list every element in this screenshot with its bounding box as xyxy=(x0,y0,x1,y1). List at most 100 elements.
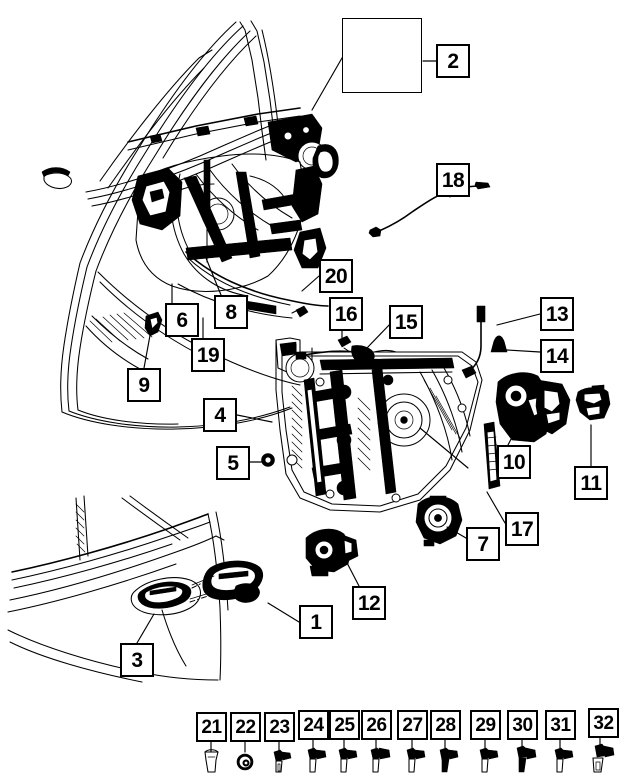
callout-label-31: 31 xyxy=(550,714,571,736)
leader-line-9 xyxy=(143,329,152,369)
callout-19[interactable]: 19 xyxy=(191,338,225,372)
callout-12[interactable]: 12 xyxy=(352,586,386,620)
speaker-item-7 xyxy=(415,495,463,547)
callout-label-24: 24 xyxy=(303,714,324,736)
callout-18[interactable]: 18 xyxy=(436,163,470,197)
callout-label-13: 13 xyxy=(545,302,569,326)
callout-label-6: 6 xyxy=(176,308,188,332)
channel-strip-item-17 xyxy=(483,421,501,490)
callout-label-25: 25 xyxy=(334,714,355,736)
bumper-item-14 xyxy=(490,335,508,353)
callout-label-16: 16 xyxy=(334,302,358,326)
callout-21[interactable]: 21 xyxy=(196,712,227,742)
callout-label-5: 5 xyxy=(227,451,239,475)
callout-32[interactable]: 32 xyxy=(588,708,619,738)
door-shell-upper-artwork xyxy=(41,20,307,430)
callout-label-7: 7 xyxy=(477,532,489,556)
callout-10[interactable]: 10 xyxy=(497,445,531,479)
fastener-27-artwork xyxy=(406,747,426,773)
callout-label-3: 3 xyxy=(131,648,143,672)
callout-1[interactable]: 1 xyxy=(299,605,333,639)
fastener-row-artwork xyxy=(204,743,615,773)
fastener-23-artwork xyxy=(273,749,292,773)
fastener-22-artwork xyxy=(236,753,254,771)
door-module-artwork xyxy=(275,337,483,513)
callout-4[interactable]: 4 xyxy=(203,398,237,432)
callout-14[interactable]: 14 xyxy=(540,339,574,373)
callout-label-29: 29 xyxy=(475,714,496,736)
callout-29[interactable]: 29 xyxy=(470,710,501,740)
bracket-item-9 xyxy=(144,311,163,337)
callout-27[interactable]: 27 xyxy=(397,710,428,740)
callout-label-23: 23 xyxy=(269,716,290,738)
leader-line-12 xyxy=(344,558,360,587)
callout-31[interactable]: 31 xyxy=(545,710,576,740)
callout-13[interactable]: 13 xyxy=(540,297,574,331)
callout-label-8: 8 xyxy=(225,300,237,324)
screw-item-16 xyxy=(337,335,352,353)
callout-label-4: 4 xyxy=(214,403,226,427)
leader-line-20 xyxy=(301,275,320,292)
callout-label-21: 21 xyxy=(201,716,222,738)
callout-11[interactable]: 11 xyxy=(574,466,608,500)
leader-line-17 xyxy=(486,491,506,524)
callout-22[interactable]: 22 xyxy=(230,712,261,742)
leader-line-1 xyxy=(267,602,300,623)
fastener-24-artwork xyxy=(307,747,327,773)
callout-6[interactable]: 6 xyxy=(165,303,199,337)
leader-line-15 xyxy=(365,321,393,350)
leader-line-3 xyxy=(136,613,155,644)
callout-26[interactable]: 26 xyxy=(361,710,392,740)
callout-label-17: 17 xyxy=(510,517,534,541)
fastener-26-artwork xyxy=(370,747,391,773)
callout-label-32: 32 xyxy=(593,712,614,734)
callout-2[interactable]: 2 xyxy=(436,44,470,78)
callout-7[interactable]: 7 xyxy=(466,527,500,561)
striker-bracket-item-11 xyxy=(575,384,611,421)
fastener-32-artwork xyxy=(592,743,615,773)
door-skin-lower-artwork xyxy=(7,495,264,683)
callout-20[interactable]: 20 xyxy=(319,259,353,293)
callout-9[interactable]: 9 xyxy=(127,368,161,402)
callout-28[interactable]: 28 xyxy=(430,710,461,740)
leader-line-7 xyxy=(446,526,467,539)
callout-label-15: 15 xyxy=(394,310,418,334)
callout-3[interactable]: 3 xyxy=(120,643,154,677)
callout-8[interactable]: 8 xyxy=(214,295,248,329)
latch-assembly-item-10 xyxy=(495,372,571,443)
callout-leader-lines xyxy=(136,60,601,753)
fastener-28-artwork xyxy=(439,747,459,773)
callout-label-30: 30 xyxy=(512,714,533,736)
leader-line-10 xyxy=(507,411,526,446)
grommet-item-5 xyxy=(261,453,275,467)
fastener-29-artwork xyxy=(479,747,499,773)
callout-5[interactable]: 5 xyxy=(216,446,250,480)
window-motor-item-12 xyxy=(305,528,359,577)
callout-17[interactable]: 17 xyxy=(505,512,539,546)
leader-line-4 xyxy=(236,414,273,423)
leader-inset-2 xyxy=(311,57,343,111)
fastener-21-artwork xyxy=(204,749,219,773)
callout-label-2: 2 xyxy=(447,49,459,73)
callout-label-20: 20 xyxy=(324,264,348,288)
callout-label-28: 28 xyxy=(435,714,456,736)
screw-item-20 xyxy=(291,305,309,318)
fastener-30-artwork xyxy=(516,745,537,773)
link-rod-item-18 xyxy=(368,181,491,238)
callout-15[interactable]: 15 xyxy=(389,305,423,339)
callout-label-19: 19 xyxy=(196,343,220,367)
handle-detail-frame xyxy=(342,18,422,93)
callout-label-12: 12 xyxy=(357,591,381,615)
callout-30[interactable]: 30 xyxy=(507,710,538,740)
leader-line-14 xyxy=(506,349,541,353)
callout-16[interactable]: 16 xyxy=(329,297,363,331)
callout-23[interactable]: 23 xyxy=(264,712,295,742)
callout-label-1: 1 xyxy=(310,610,322,634)
callout-label-10: 10 xyxy=(502,450,526,474)
callout-25[interactable]: 25 xyxy=(329,710,360,740)
callout-label-11: 11 xyxy=(580,471,602,495)
callout-24[interactable]: 24 xyxy=(298,710,329,740)
fastener-25-artwork xyxy=(338,747,358,773)
